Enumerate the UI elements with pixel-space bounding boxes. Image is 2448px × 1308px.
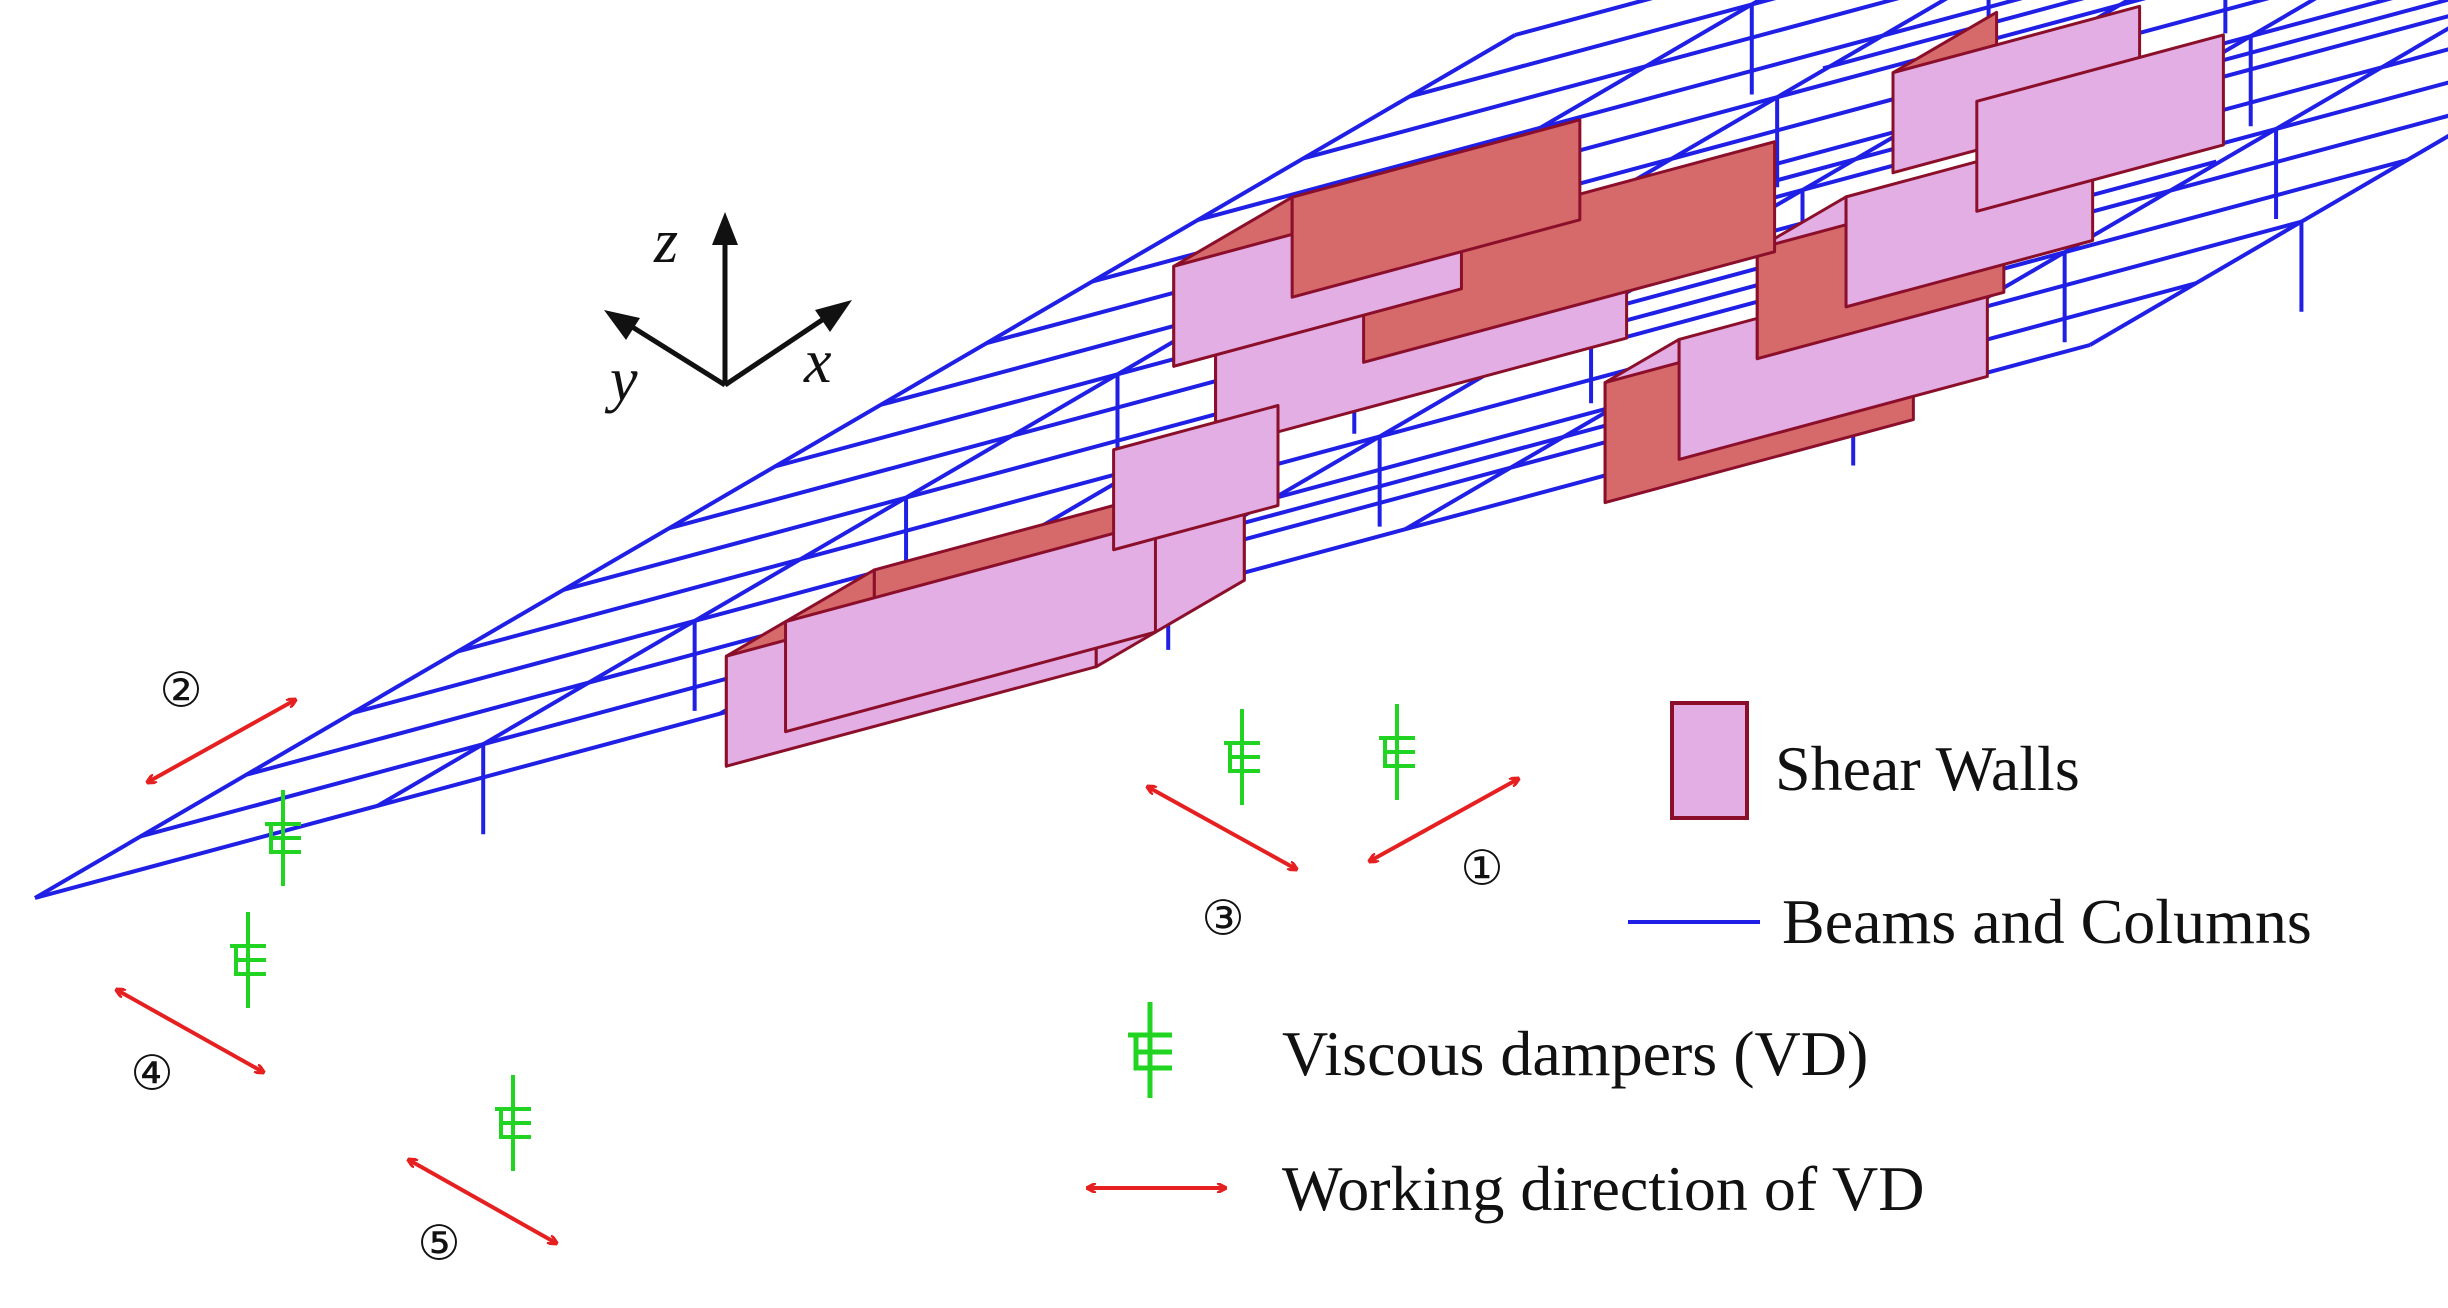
legend-item-working-direction: Working direction of VD — [1088, 1153, 1924, 1224]
beam-line — [1303, 0, 1900, 161]
shear-wall — [1975, 33, 2225, 213]
legend-item-viscous-dampers: Viscous dampers (VD) — [1128, 1002, 1868, 1098]
working-direction-arrows — [117, 700, 1518, 1243]
legend-item-shear-walls: Shear Walls — [1670, 701, 2080, 820]
legend-item-beams-columns: Beams and Columns — [1628, 886, 2312, 957]
axis-label-y: y — [604, 346, 638, 414]
axis-label-z: z — [653, 208, 678, 276]
viscous-damper-icon — [1224, 709, 1260, 805]
viscous-damper-icon — [495, 1075, 531, 1171]
legend: Shear Walls Beams and Columns Viscous da… — [1088, 701, 2312, 1224]
direction-number-5: ⑤ — [417, 1218, 460, 1271]
legend-label-beams-columns: Beams and Columns — [1782, 886, 2312, 957]
beam-line — [2088, 133, 2448, 347]
shear-wall — [1362, 140, 1777, 364]
direction-number-labels: ① ② ③ ④ ⑤ — [130, 665, 1503, 1271]
legend-label-shear-walls: Shear Walls — [1775, 733, 2080, 804]
direction-number-2: ② — [159, 665, 202, 718]
direction-number-1: ① — [1460, 843, 1503, 896]
shear-wall — [784, 520, 1157, 734]
legend-label-viscous-dampers: Viscous dampers (VD) — [1282, 1018, 1868, 1089]
viscous-damper-icon — [265, 790, 301, 886]
working-direction-arrow — [1370, 779, 1518, 861]
working-direction-arrow — [148, 700, 295, 782]
axis-label-x: x — [803, 328, 832, 396]
working-direction-arrow — [1148, 787, 1296, 869]
working-direction-arrow — [117, 990, 263, 1072]
viscous-damper-icon — [230, 912, 266, 1008]
shear-wall — [1112, 404, 1280, 552]
legend-label-working-direction: Working direction of VD — [1282, 1153, 1924, 1224]
shear-wall — [1290, 118, 1582, 299]
shear-wall-swatch — [1670, 701, 1749, 820]
damper-icon — [1128, 1002, 1172, 1098]
working-direction-arrow — [409, 1160, 556, 1243]
direction-number-3: ③ — [1201, 893, 1244, 946]
viscous-damper-icon — [1379, 704, 1415, 800]
coordinate-axes: z y x — [604, 208, 852, 414]
direction-number-4: ④ — [130, 1048, 173, 1101]
shear-walls — [724, 4, 2225, 768]
